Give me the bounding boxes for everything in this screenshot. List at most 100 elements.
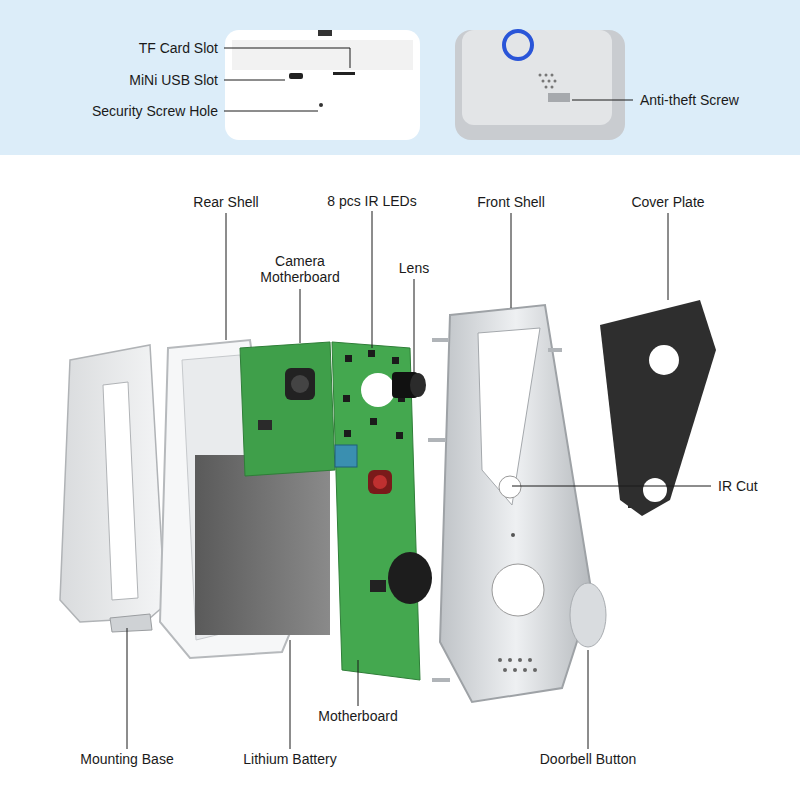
front-shell [492,564,544,616]
bottom-view-photo [318,30,332,36]
cover-plate [628,500,638,508]
mounting-base [60,345,165,632]
leader-lines [511,213,512,308]
front-shell [533,668,537,672]
part-label: Front Shell [477,194,545,210]
front-shell [499,476,521,498]
part-label: Anti-theft Screw [640,92,739,108]
leader-lines [512,486,711,487]
side-view-photo [455,30,625,140]
main-motherboard [396,432,403,439]
part-label: Motherboard [318,708,397,724]
front-shell [432,678,450,682]
side-view-photo [545,74,548,77]
part-label: 8 pcs IR LEDs [327,193,416,209]
leader-lines [358,660,359,706]
part-label: MiNi USB Slot [129,72,218,88]
leader-lines [127,48,711,749]
top-band [0,0,800,155]
front-shell [498,658,537,672]
front-shell [428,340,562,680]
rear-shell [195,455,330,635]
part-label: Rear Shell [193,194,258,210]
doorbell-button [570,583,606,647]
front-shell [548,348,562,352]
mounting-base [60,345,165,622]
side-view-photo [504,31,532,59]
front-shell [513,668,517,672]
leader-lines [572,100,633,101]
front-shell [528,658,532,662]
camera-motherboard [258,420,272,430]
leader-lines [414,279,415,372]
side-view-photo [554,80,557,83]
bottom-view-photo [289,73,303,79]
side-view-photo [551,86,554,89]
front-shell [498,658,502,662]
bottom-view-photo [319,103,323,107]
leader-lines [290,640,291,749]
cover-plate [643,478,667,502]
camera-motherboard [240,342,335,476]
mounting-base [103,382,138,600]
main-motherboard [332,342,420,680]
bottom-view-photo [225,30,420,140]
bottom-view-photo [333,72,355,75]
lens [392,372,426,398]
side-view-photo [539,74,542,77]
part-label: Lens [399,260,429,276]
front-shell [508,658,512,662]
cover-plate [649,345,679,375]
side-view-photo [539,74,557,89]
part-label: Lithium Battery [243,751,336,767]
front-shell [503,668,507,672]
leader-lines [127,628,128,749]
side-view-photo [462,30,612,125]
leader-lines [224,111,318,112]
mounting-base [110,614,152,632]
bottom-view-photo [225,30,420,140]
leader-lines [224,48,350,68]
main-motherboard [343,395,350,402]
camera-motherboard [285,368,315,400]
leader-lines [668,213,669,300]
cover-plate [600,300,716,516]
side-view-photo [455,30,625,140]
main-motherboard [345,355,352,362]
cover-plate [604,340,614,346]
part-label: Security Screw Hole [92,103,218,119]
camera-motherboard [240,342,335,476]
side-view-photo [548,80,551,83]
main-motherboard [335,445,357,467]
lens [410,373,426,397]
front-shell [511,533,515,537]
side-view-photo [551,74,554,77]
main-motherboard [388,552,432,604]
main-motherboard [344,430,351,437]
main-motherboard [373,475,387,489]
part-label: TF Card Slot [139,40,218,56]
part-label: Mounting Base [80,751,173,767]
front-shell [432,338,448,342]
part-label: Doorbell Button [540,751,637,767]
side-view-photo [545,86,548,89]
main-motherboard [368,350,375,357]
front-shell [428,305,592,702]
front-shell [428,438,446,442]
front-shell [440,305,592,702]
side-view-photo [542,80,545,83]
leader-lines [226,213,227,340]
part-label: Cover Plate [631,194,704,210]
doorbell-button [570,583,606,647]
main-motherboard [392,357,399,364]
main-motherboard [370,580,386,592]
side-view-photo [548,93,570,102]
main-motherboard [332,342,432,680]
front-shell [478,328,540,505]
bottom-view-photo [232,40,413,70]
leader-lines [588,650,589,749]
main-motherboard [368,470,392,494]
leader-lines [300,289,301,343]
leader-lines [224,80,285,81]
